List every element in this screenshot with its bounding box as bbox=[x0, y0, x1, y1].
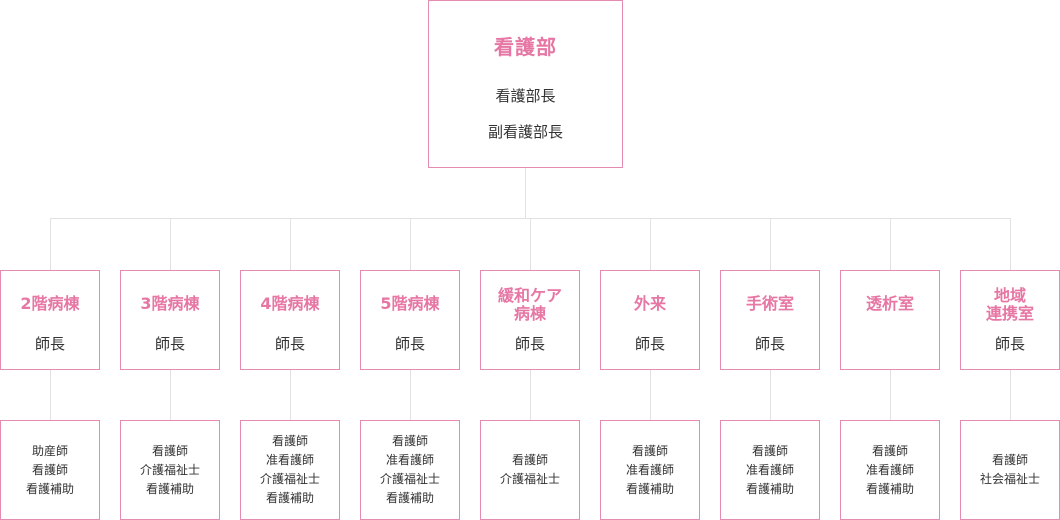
department-name: 外来 bbox=[633, 294, 666, 313]
staff-role: 看護師 bbox=[271, 434, 308, 448]
department-name: 病棟 bbox=[513, 304, 546, 323]
department-name: 5階病棟 bbox=[380, 294, 440, 313]
staff-box: 看護師介護福祉士 bbox=[480, 420, 580, 520]
department-box: 3階病棟師長 bbox=[120, 270, 220, 370]
staff-role: 准看護師 bbox=[625, 462, 674, 477]
staff-box: 看護師准看護師看護補助 bbox=[600, 420, 700, 520]
trunk-connector bbox=[525, 168, 526, 218]
staff-connector bbox=[770, 370, 771, 420]
staff-role: 助産師 bbox=[31, 443, 68, 458]
staff-role: 看護師 bbox=[631, 443, 668, 458]
staff-role: 看護師 bbox=[31, 462, 68, 477]
staff-role: 看護師 bbox=[751, 443, 788, 458]
department-box: 緩和ケア病棟師長 bbox=[480, 270, 580, 370]
head-nurse-role: 師長 bbox=[154, 335, 185, 353]
staff-box: 看護師社会福祉士 bbox=[960, 420, 1060, 520]
staff-connector bbox=[890, 370, 891, 420]
department-name: 透析室 bbox=[865, 294, 914, 313]
staff-box: 助産師看護師看護補助 bbox=[0, 420, 100, 520]
department-box: 5階病棟師長 bbox=[360, 270, 460, 370]
staff-box: 看護師介護福祉士看護補助 bbox=[120, 420, 220, 520]
department-connector bbox=[50, 218, 51, 270]
staff-role: 准看護師 bbox=[865, 462, 914, 477]
staff-role: 介護福祉士 bbox=[379, 472, 440, 486]
department-connector bbox=[890, 218, 891, 270]
staff-role: 看護補助 bbox=[145, 481, 194, 496]
department-connector bbox=[650, 218, 651, 270]
staff-role: 看護補助 bbox=[265, 491, 314, 505]
nursing-department-box: 看護部 看護部長 副看護部長 bbox=[428, 0, 623, 168]
staff-role: 看護補助 bbox=[745, 481, 794, 496]
staff-role: 看護補助 bbox=[385, 491, 434, 505]
department-connector bbox=[290, 218, 291, 270]
department-box: 手術室師長 bbox=[720, 270, 820, 370]
director-role: 看護部長 bbox=[495, 87, 556, 105]
staff-connector bbox=[50, 370, 51, 420]
head-nurse-role: 師長 bbox=[394, 335, 425, 353]
head-nurse-role: 師長 bbox=[34, 335, 65, 353]
staff-box: 看護師准看護師看護補助 bbox=[720, 420, 820, 520]
department-box: 透析室 bbox=[840, 270, 940, 370]
staff-role: 看護師 bbox=[871, 443, 908, 458]
department-box: 外来師長 bbox=[600, 270, 700, 370]
head-nurse-role: 師長 bbox=[634, 335, 665, 353]
staff-role: 介護福祉士 bbox=[499, 472, 560, 486]
department-connector bbox=[410, 218, 411, 270]
department-connector bbox=[170, 218, 171, 270]
staff-connector bbox=[170, 370, 171, 420]
staff-connector bbox=[410, 370, 411, 420]
department-name: 連携室 bbox=[985, 304, 1034, 323]
department-connector bbox=[530, 218, 531, 270]
department-box: 地域連携室師長 bbox=[960, 270, 1060, 370]
department-connector bbox=[770, 218, 771, 270]
head-nurse-role: 師長 bbox=[274, 335, 305, 353]
staff-role: 看護補助 bbox=[25, 481, 74, 496]
staff-role: 看護師 bbox=[151, 443, 188, 458]
staff-connector bbox=[290, 370, 291, 420]
staff-role: 看護師 bbox=[391, 434, 428, 448]
staff-role: 看護補助 bbox=[865, 481, 914, 496]
staff-box: 看護師准看護師介護福祉士看護補助 bbox=[240, 420, 340, 520]
staff-role: 准看護師 bbox=[265, 453, 314, 467]
staff-role: 介護福祉士 bbox=[139, 462, 200, 477]
head-nurse-role: 師長 bbox=[754, 335, 785, 353]
department-name: 地域 bbox=[993, 286, 1026, 305]
staff-role: 看護補助 bbox=[625, 481, 674, 496]
staff-role: 介護福祉士 bbox=[259, 472, 320, 486]
head-nurse-role: 師長 bbox=[994, 335, 1025, 353]
department-name: 手術室 bbox=[745, 294, 794, 313]
staff-connector bbox=[1010, 370, 1011, 420]
department-name: 4階病棟 bbox=[260, 294, 320, 313]
staff-role: 看護師 bbox=[991, 453, 1028, 467]
staff-box: 看護師准看護師介護福祉士看護補助 bbox=[360, 420, 460, 520]
staff-connector bbox=[530, 370, 531, 420]
department-connector bbox=[1010, 218, 1011, 270]
staff-role: 看護師 bbox=[511, 453, 548, 467]
deputy-director-role: 副看護部長 bbox=[487, 123, 563, 141]
department-box: 2階病棟師長 bbox=[0, 270, 100, 370]
staff-role: 社会福祉士 bbox=[979, 472, 1040, 486]
nursing-department-title: 看護部 bbox=[494, 35, 557, 59]
department-name: 3階病棟 bbox=[140, 294, 200, 313]
staff-role: 准看護師 bbox=[745, 462, 794, 477]
head-nurse-role: 師長 bbox=[514, 335, 545, 353]
department-name: 緩和ケア bbox=[497, 286, 562, 305]
staff-connector bbox=[650, 370, 651, 420]
staff-box: 看護師准看護師看護補助 bbox=[840, 420, 940, 520]
staff-role: 准看護師 bbox=[385, 453, 434, 467]
department-name: 2階病棟 bbox=[20, 294, 80, 313]
department-box: 4階病棟師長 bbox=[240, 270, 340, 370]
